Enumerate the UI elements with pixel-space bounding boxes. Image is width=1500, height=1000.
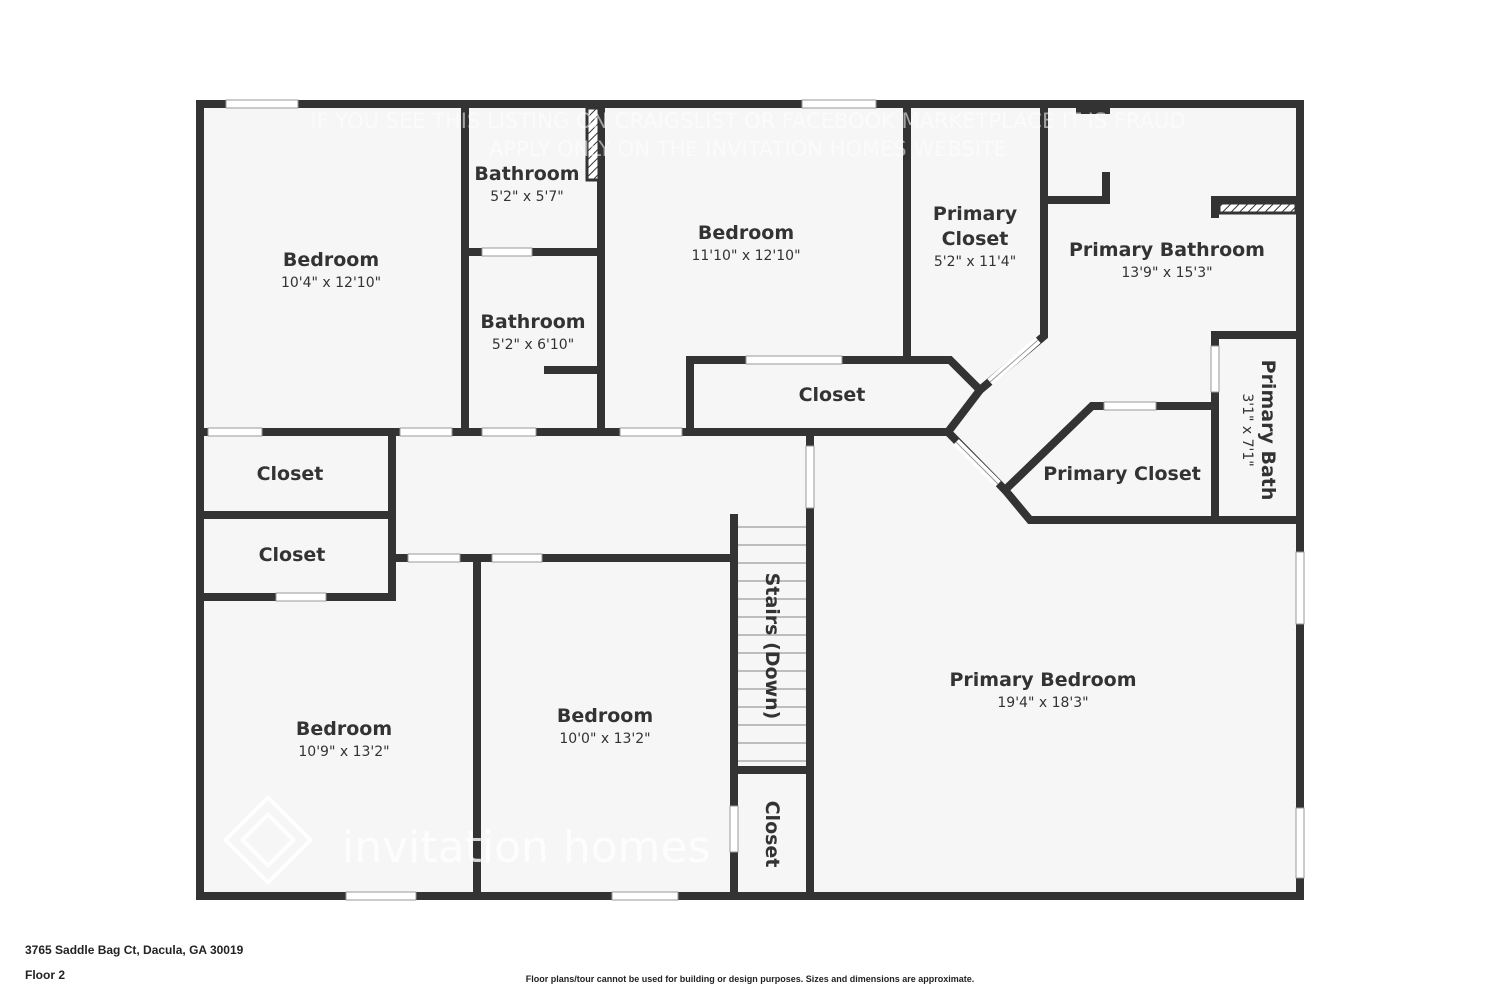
room-name-primary-bedroom: Primary Bedroom <box>949 669 1136 691</box>
invitation-homes-logo-icon <box>222 794 314 886</box>
hatched-column <box>585 106 601 182</box>
room-dims-bedroom-n: 11'10" x 12'10" <box>691 248 800 264</box>
room-name-bedroom-s: Bedroom <box>557 705 653 727</box>
room-name-closet-stair: Closet <box>761 801 783 868</box>
room-name-bedroom-sw: Bedroom <box>296 718 392 740</box>
disclaimer: Floor plans/tour cannot be used for buil… <box>525 974 975 984</box>
room-name-primary-closet-top-2: Closet <box>942 228 1009 250</box>
floor-label: Floor 2 <box>25 968 66 982</box>
room-dims-primary-closet-top: 5'2" x 11'4" <box>934 254 1016 270</box>
fraud-warning-line-2: APPLY ONLY ON THE INVITATION HOMES WEBSI… <box>489 137 1007 161</box>
room-name-stairs: Stairs (Down) <box>761 573 783 720</box>
room-name-closet-w1: Closet <box>257 463 324 485</box>
hatched-shelf <box>1217 201 1298 215</box>
room-dims-bedroom-nw: 10'4" x 12'10" <box>281 275 381 291</box>
room-dims-bathroom-2: 5'2" x 6'10" <box>492 337 574 353</box>
room-name-bathroom-1: Bathroom <box>474 163 579 185</box>
floor-area <box>200 104 1300 896</box>
openings <box>207 99 1305 901</box>
room-dims-primary-bathroom: 13'9" x 15'3" <box>1121 265 1212 281</box>
room-dims-bathroom-1: 5'2" x 5'7" <box>490 189 563 205</box>
room-name-closet-hall: Closet <box>799 384 866 406</box>
room-name-bedroom-n: Bedroom <box>698 222 794 244</box>
room-name-primary-closet-top-1: Primary <box>933 203 1018 225</box>
room-name-bedroom-nw: Bedroom <box>283 249 379 271</box>
property-address: 3765 Saddle Bag Ct, Dacula, GA 30019 <box>25 943 244 957</box>
stairs-treads <box>738 526 806 762</box>
room-dims-primary-bedroom: 19'4" x 18'3" <box>997 695 1088 711</box>
fraud-warning-line-1: IF YOU SEE THIS LISTING ON CRAIGSLIST OR… <box>310 109 1185 133</box>
room-dims-bedroom-s: 10'0" x 13'2" <box>559 731 650 747</box>
room-name-primary-closet: Primary Closet <box>1043 463 1201 485</box>
room-name-bathroom-2: Bathroom <box>480 311 585 333</box>
room-name-closet-w2: Closet <box>259 544 326 566</box>
room-name-primary-bath: Primary Bath <box>1257 360 1279 501</box>
room-name-primary-bathroom: Primary Bathroom <box>1069 239 1265 261</box>
room-dims-primary-bath: 3'1" x 7'1" <box>1239 393 1255 466</box>
brand-watermark: invitation homes <box>342 822 711 873</box>
room-dims-bedroom-sw: 10'9" x 13'2" <box>298 744 389 760</box>
